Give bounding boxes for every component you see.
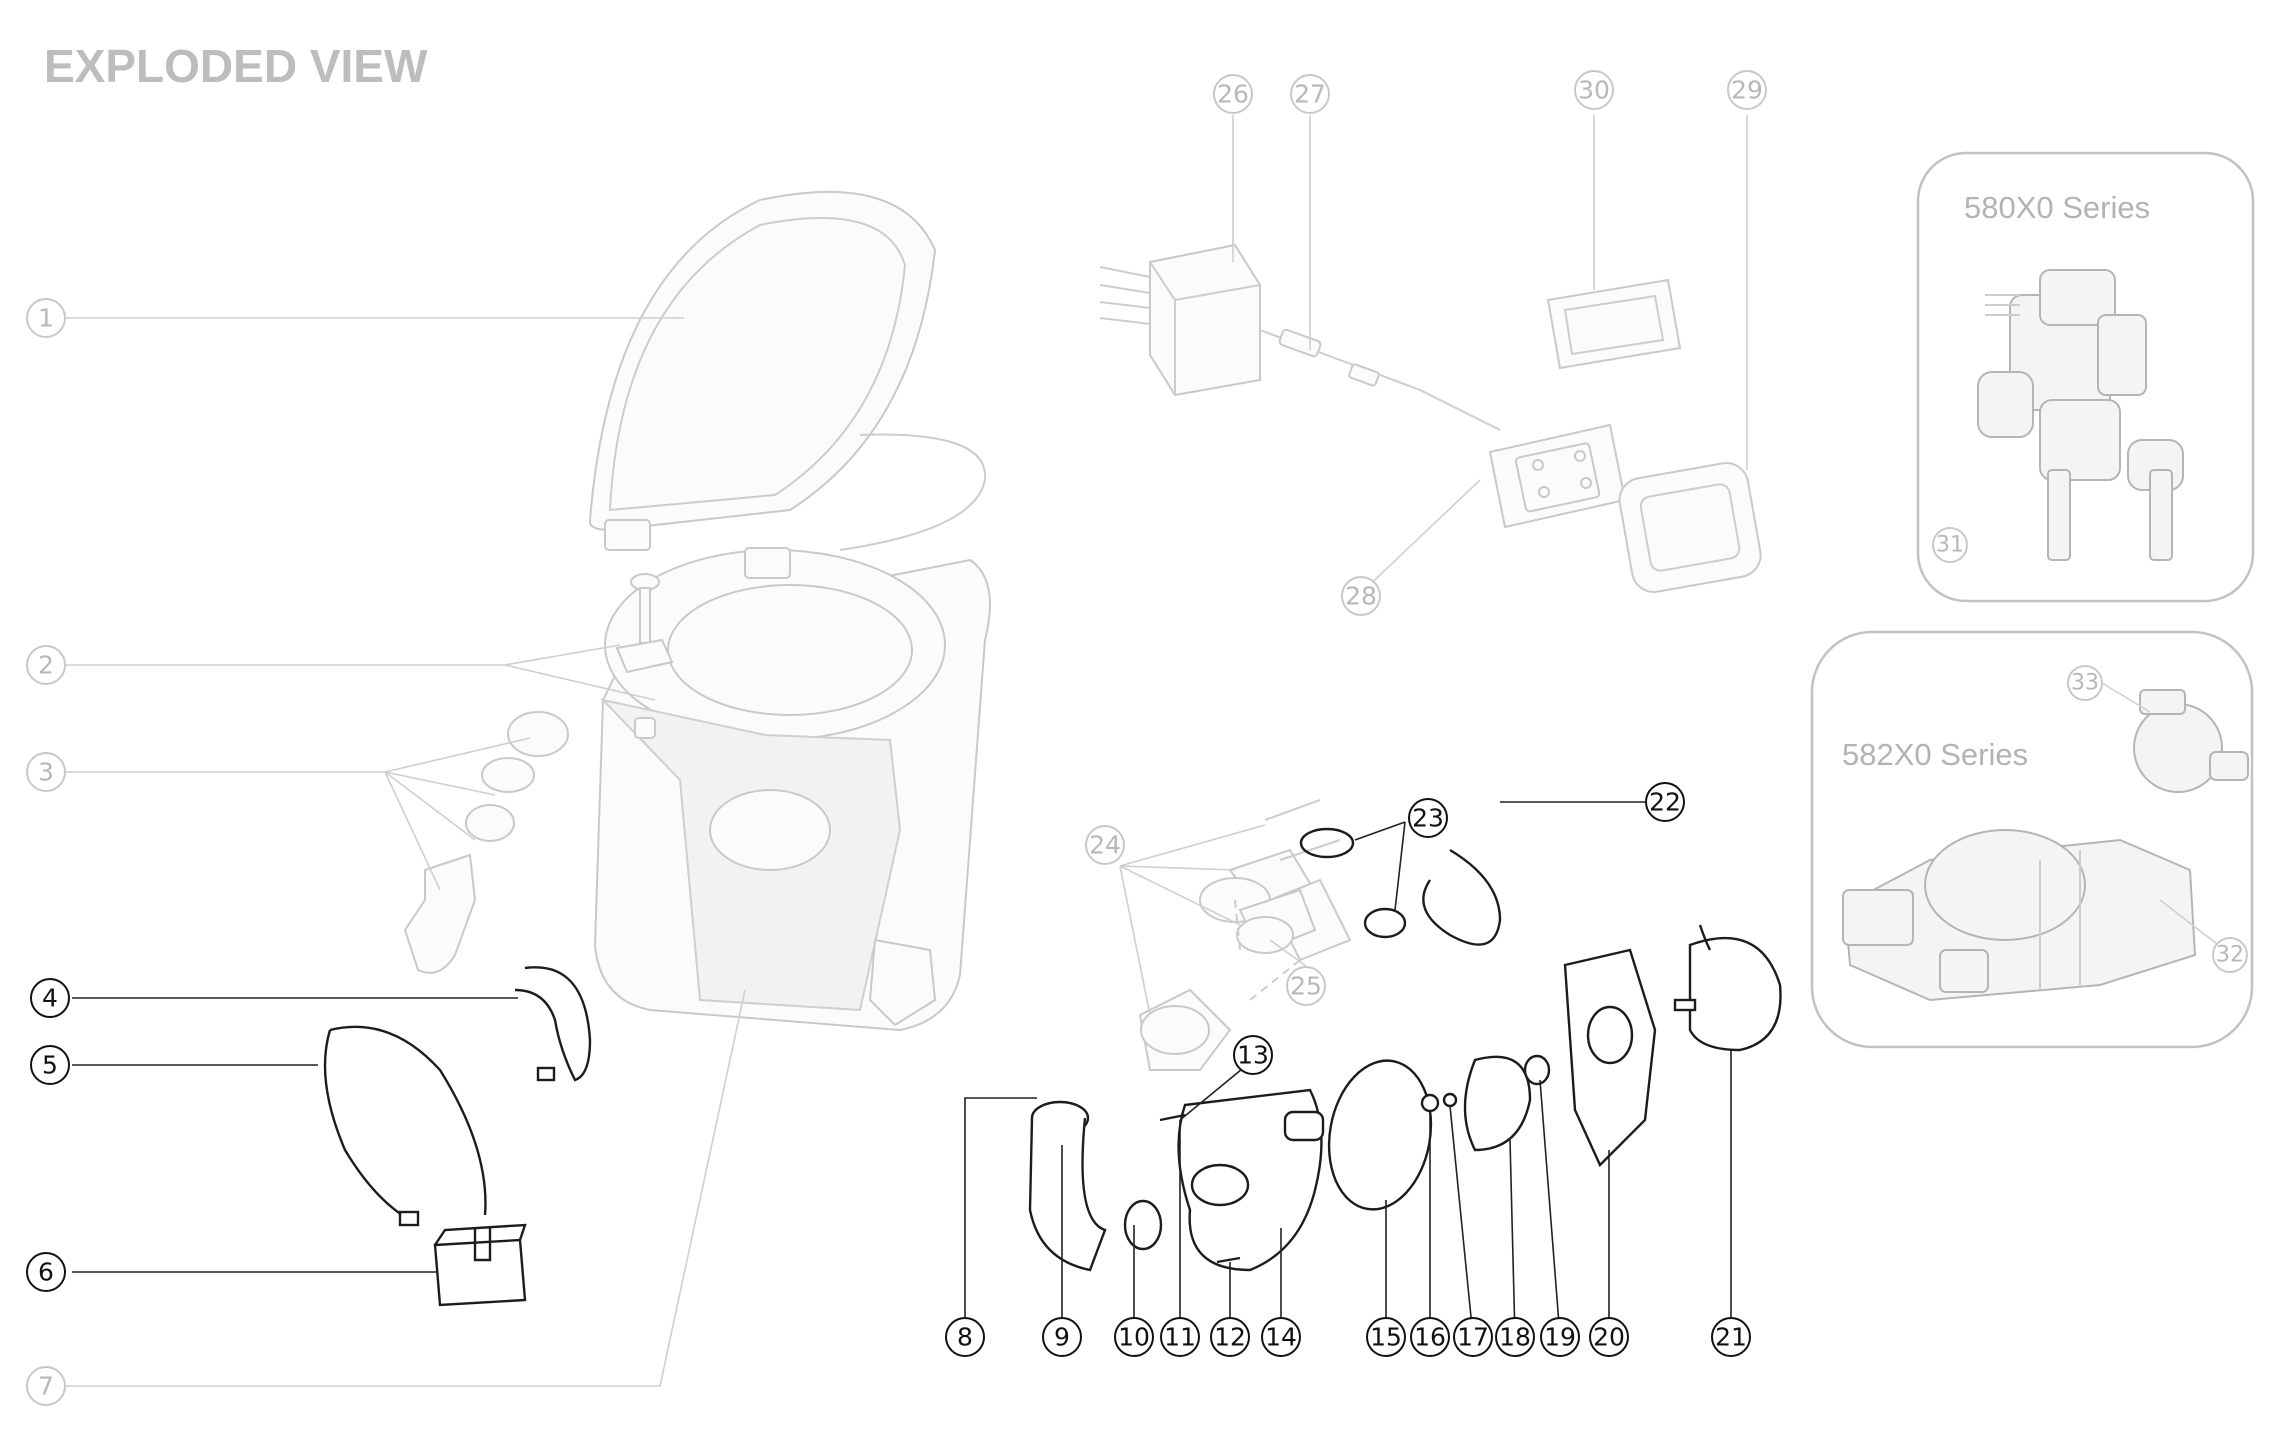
switch-cover-plate-illustration (1546, 278, 1682, 370)
svg-text:9: 9 (1054, 1323, 1070, 1352)
svg-text:5: 5 (42, 1051, 58, 1080)
svg-text:12: 12 (1214, 1323, 1246, 1352)
hose-clamp-top-illustration (1299, 827, 1407, 939)
callout-31: 31 (1932, 527, 1968, 563)
svg-text:28: 28 (1345, 582, 1377, 611)
callout-6: 6 (26, 1252, 66, 1292)
svg-text:3: 3 (38, 758, 54, 787)
svg-text:20: 20 (1593, 1323, 1625, 1352)
callout-16: 16 (1410, 1317, 1450, 1357)
svg-text:24: 24 (1089, 831, 1121, 860)
solenoid-valve-illustration (1977, 269, 2184, 561)
svg-text:7: 7 (38, 1372, 54, 1401)
callout-17: 17 (1453, 1317, 1493, 1357)
control-box-illustration (1099, 243, 1261, 397)
svg-text:32: 32 (2216, 943, 2244, 968)
switch-bezel-illustration (1618, 462, 1762, 593)
callout-3: 3 (26, 752, 66, 792)
cable-harness-illustration (1259, 328, 1501, 431)
svg-text:13: 13 (1237, 1041, 1269, 1070)
callout-27: 27 (1290, 74, 1330, 114)
svg-text:10: 10 (1118, 1323, 1150, 1352)
svg-text:31: 31 (1936, 533, 1964, 558)
callout-5: 5 (30, 1045, 70, 1085)
toilet-lid-illustration (588, 190, 987, 579)
mounting-block-illustration (433, 1223, 527, 1307)
svg-text:8: 8 (957, 1323, 973, 1352)
callout-33: 33 (2067, 665, 2103, 701)
svg-text:1: 1 (38, 304, 54, 333)
svg-text:11: 11 (1164, 1323, 1196, 1352)
motor-plate-illustration (1563, 948, 1657, 1168)
series-580x0-box: 580X0 Series (1916, 151, 2255, 603)
callout-8: 8 (945, 1317, 985, 1357)
callout-30: 30 (1574, 70, 1614, 110)
callout-12: 12 (1210, 1317, 1250, 1357)
svg-text:33: 33 (2071, 671, 2099, 696)
callout-11: 11 (1160, 1317, 1200, 1357)
callout-7: 7 (26, 1366, 66, 1406)
callout-14: 14 (1261, 1317, 1301, 1357)
callout-9: 9 (1042, 1317, 1082, 1357)
toilet-bowl-illustration (593, 549, 991, 1032)
callout-22: 22 (1645, 782, 1685, 822)
svg-text:4: 4 (42, 984, 58, 1013)
svg-text:25: 25 (1290, 972, 1322, 1001)
svg-text:15: 15 (1370, 1323, 1402, 1352)
svg-text:21: 21 (1715, 1323, 1747, 1352)
callout-26: 26 (1213, 74, 1253, 114)
inlet-fitting-illustration (403, 711, 569, 974)
small-hardware-illustration (1123, 1092, 1458, 1264)
callout-18: 18 (1495, 1317, 1535, 1357)
svg-text:2: 2 (38, 651, 54, 680)
motor-illustration (1673, 924, 1782, 1052)
pump-housing-illustration (1177, 1088, 1325, 1272)
callout-29: 29 (1727, 70, 1767, 110)
callout-21: 21 (1711, 1317, 1751, 1357)
svg-text:6: 6 (38, 1258, 54, 1287)
callout-13: 13 (1233, 1035, 1273, 1075)
svg-text:22: 22 (1649, 788, 1681, 817)
o-ring-illustration (1327, 1059, 1433, 1211)
callout-10: 10 (1114, 1317, 1154, 1357)
svg-text:14: 14 (1265, 1323, 1297, 1352)
svg-text:23: 23 (1412, 804, 1444, 833)
base-bracket-illustration (868, 938, 937, 1027)
pump-intake-elbow-illustration (1028, 1100, 1107, 1272)
large-hose-clamp-illustration (514, 966, 592, 1082)
series-582x0-label: 582X0 Series (1842, 737, 2028, 772)
callout-2: 2 (26, 645, 66, 685)
series-582x0-box: 582X0 Series (1810, 630, 2254, 1049)
svg-text:26: 26 (1217, 80, 1249, 109)
callout-28: 28 (1341, 576, 1381, 616)
callout-20: 20 (1589, 1317, 1629, 1357)
pump-unit-illustration (1842, 829, 2197, 1002)
callout-15: 15 (1366, 1317, 1406, 1357)
small-valve-illustration (2133, 689, 2249, 793)
series-580x0-label: 580X0 Series (1964, 190, 2150, 225)
svg-text:30: 30 (1578, 76, 1610, 105)
mounting-flange-illustration (1236, 888, 1317, 954)
svg-text:29: 29 (1731, 76, 1763, 105)
svg-text:27: 27 (1294, 80, 1326, 109)
callout-32: 32 (2212, 937, 2248, 973)
svg-text:18: 18 (1499, 1323, 1531, 1352)
callout-4: 4 (30, 978, 70, 1018)
flush-valve-housing-illustration (1138, 899, 1301, 1071)
callout-23: 23 (1408, 798, 1448, 838)
svg-text:16: 16 (1414, 1323, 1446, 1352)
callout-19: 19 (1540, 1317, 1580, 1357)
callout-1: 1 (26, 298, 66, 338)
svg-text:19: 19 (1544, 1323, 1576, 1352)
outlet-hose-illustration (1321, 718, 1502, 946)
svg-text:17: 17 (1457, 1323, 1489, 1352)
callout-25: 25 (1286, 966, 1326, 1006)
callout-24: 24 (1085, 825, 1125, 865)
wall-switch-panel-illustration (1488, 423, 1627, 529)
hinge-bolt-illustration (615, 573, 674, 739)
page-title: EXPLODED VIEW (44, 40, 428, 92)
strap-band-illustration (323, 1025, 487, 1227)
impeller-illustration (1463, 1054, 1551, 1152)
